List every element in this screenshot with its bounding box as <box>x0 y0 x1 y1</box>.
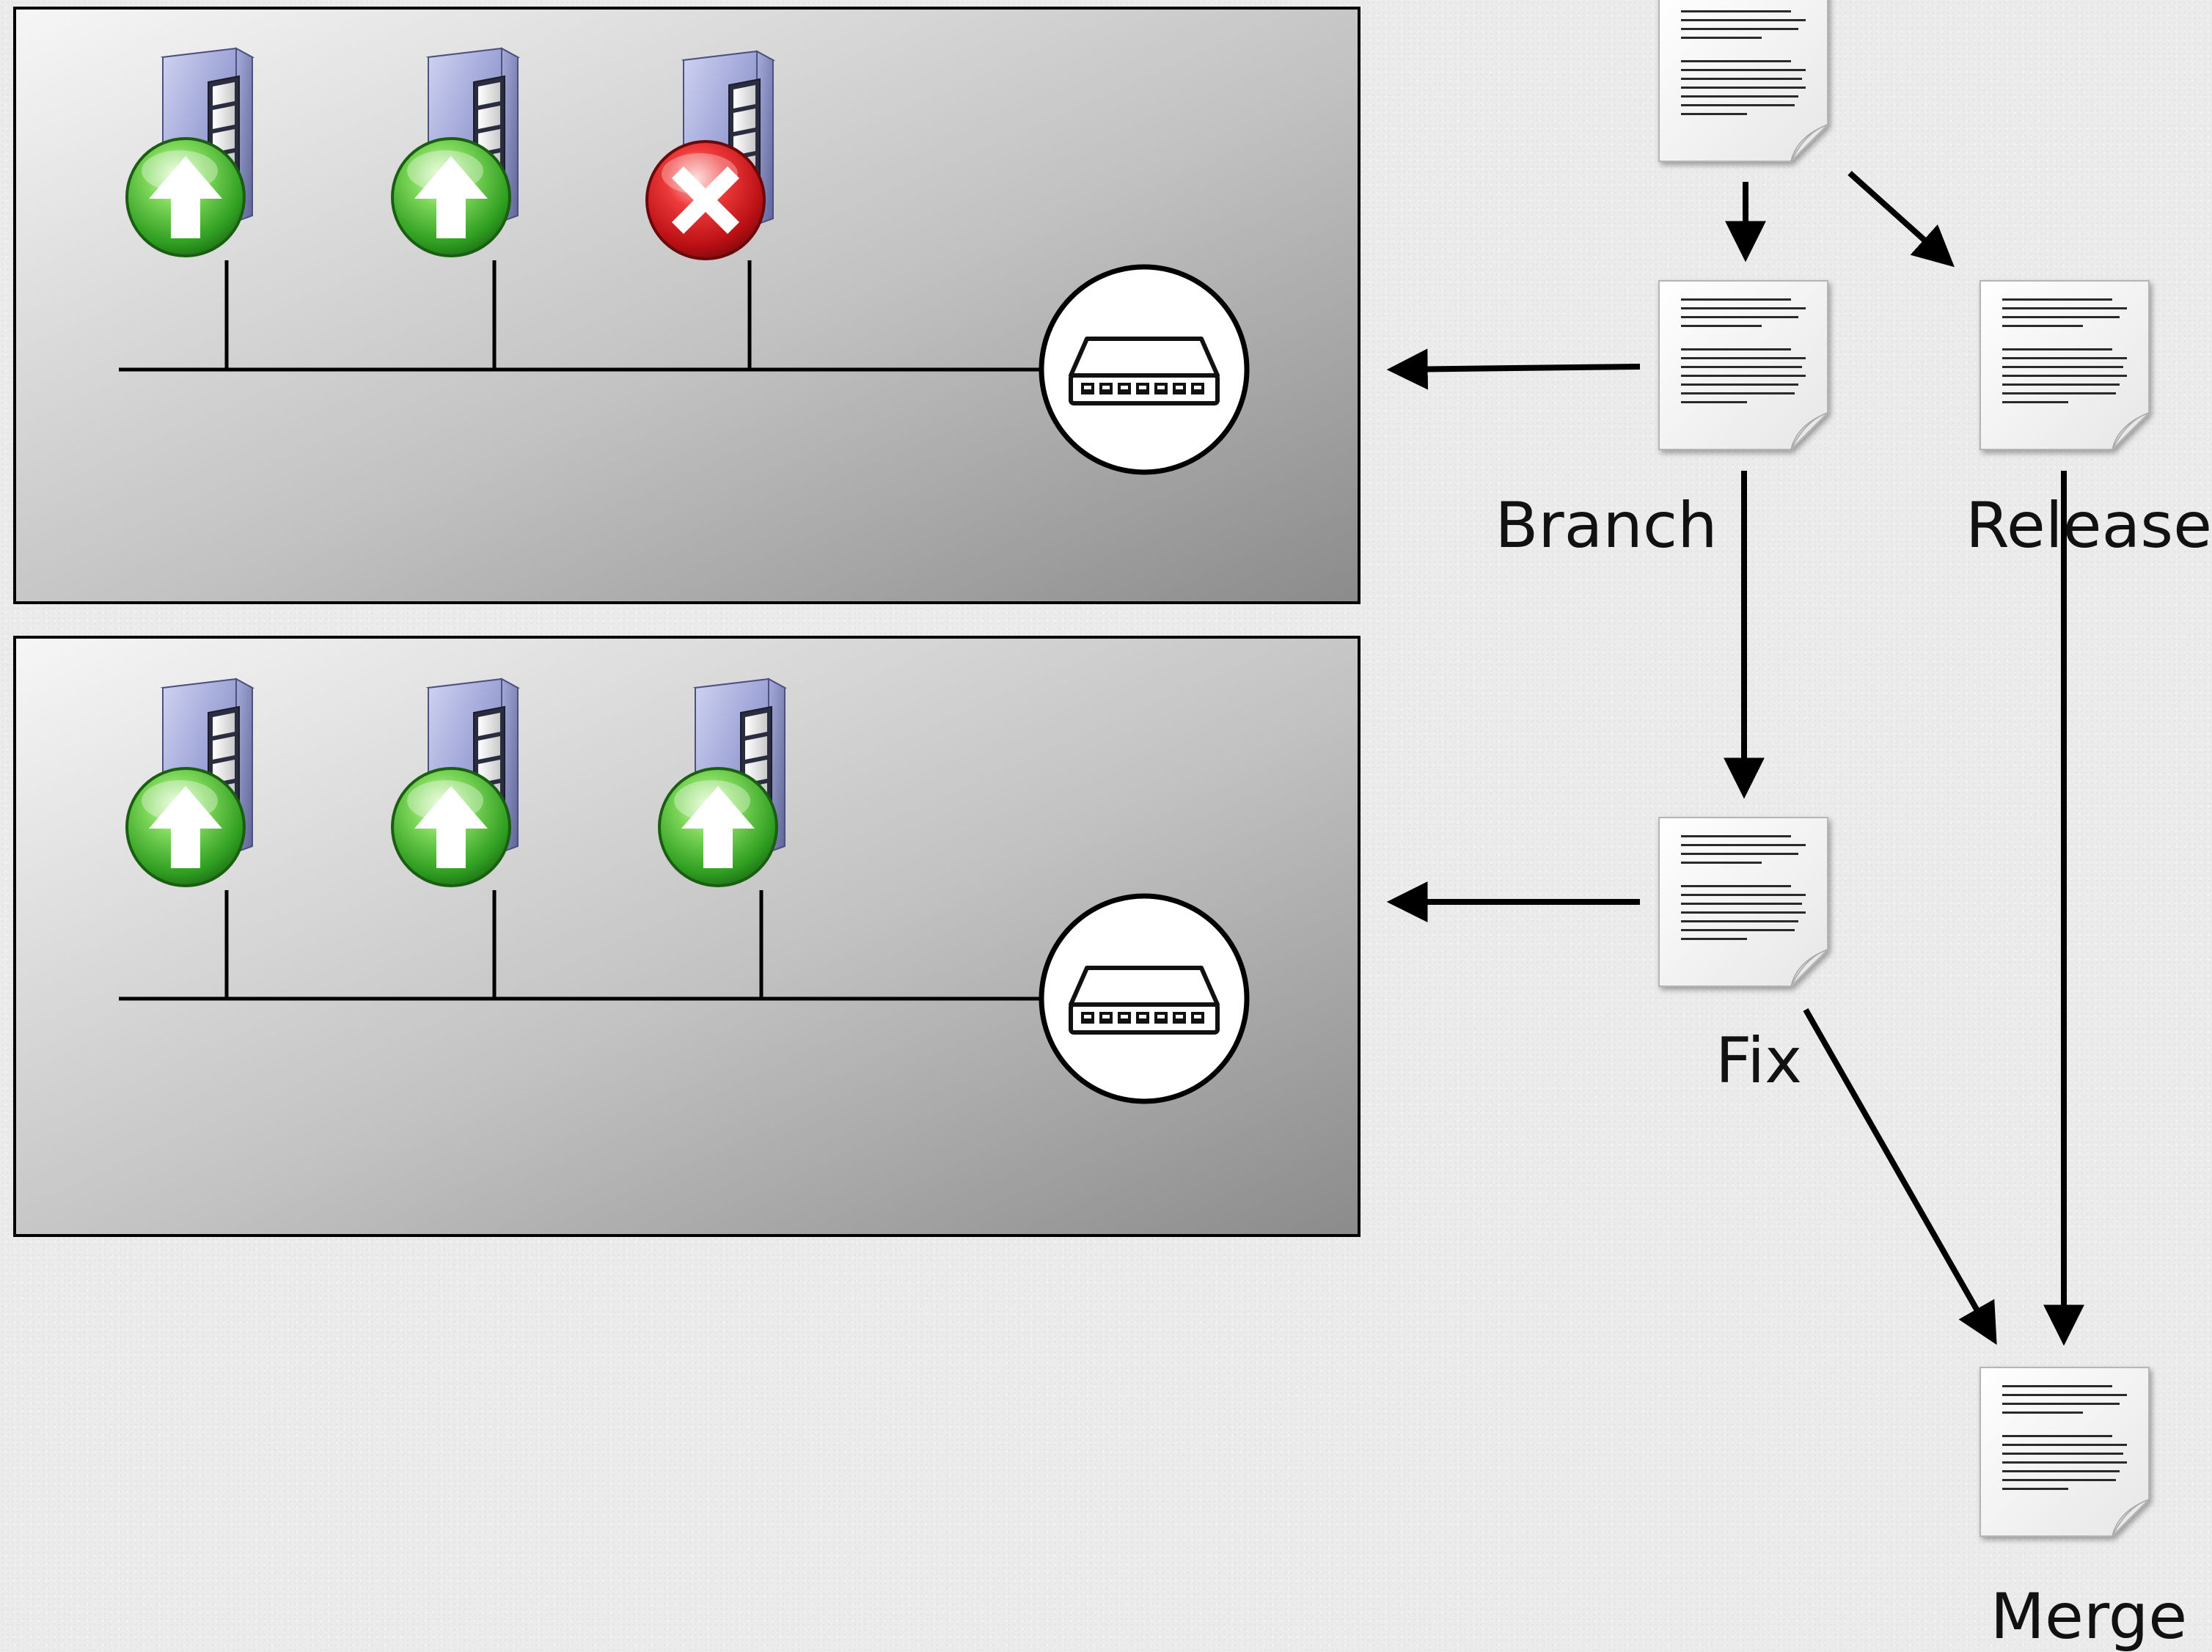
arrow-fix-to-merge <box>1803 1008 1997 1346</box>
node-label-merge: Merge <box>1991 1580 2187 1652</box>
environment-panel-2 <box>13 636 1360 1237</box>
network-switch-icon <box>1041 896 1247 1101</box>
node-label-fix: Fix <box>1715 1024 1802 1098</box>
flow-arrows <box>1386 171 2084 1346</box>
green-up-arrow-icon <box>391 137 511 257</box>
flow-node-release <box>1980 280 2150 450</box>
red-x-icon <box>645 140 766 260</box>
flow-node-branch <box>1658 280 1828 450</box>
flow-node-top <box>1658 0 1828 162</box>
document-icon <box>1980 1367 2150 1537</box>
document-icon <box>1658 817 1828 987</box>
flow-node-merge <box>1980 1367 2150 1537</box>
flow-node-fix <box>1658 817 1828 987</box>
document-icon <box>1658 280 1828 450</box>
node-label-branch: Branch <box>1495 489 1717 562</box>
green-up-arrow-icon <box>658 767 778 887</box>
arrow-branch-to-environment-1 <box>1386 348 1641 390</box>
document-icon <box>1980 280 2150 450</box>
arrow-top-to-release <box>1847 171 1955 268</box>
environment-panel-1 <box>13 7 1360 604</box>
node-label-release: Release <box>1966 489 2212 562</box>
document-icon <box>1658 0 1828 162</box>
network-switch-icon <box>1041 267 1247 472</box>
green-up-arrow-icon <box>125 767 246 887</box>
green-up-arrow-icon <box>125 137 246 257</box>
green-up-arrow-icon <box>391 767 511 887</box>
